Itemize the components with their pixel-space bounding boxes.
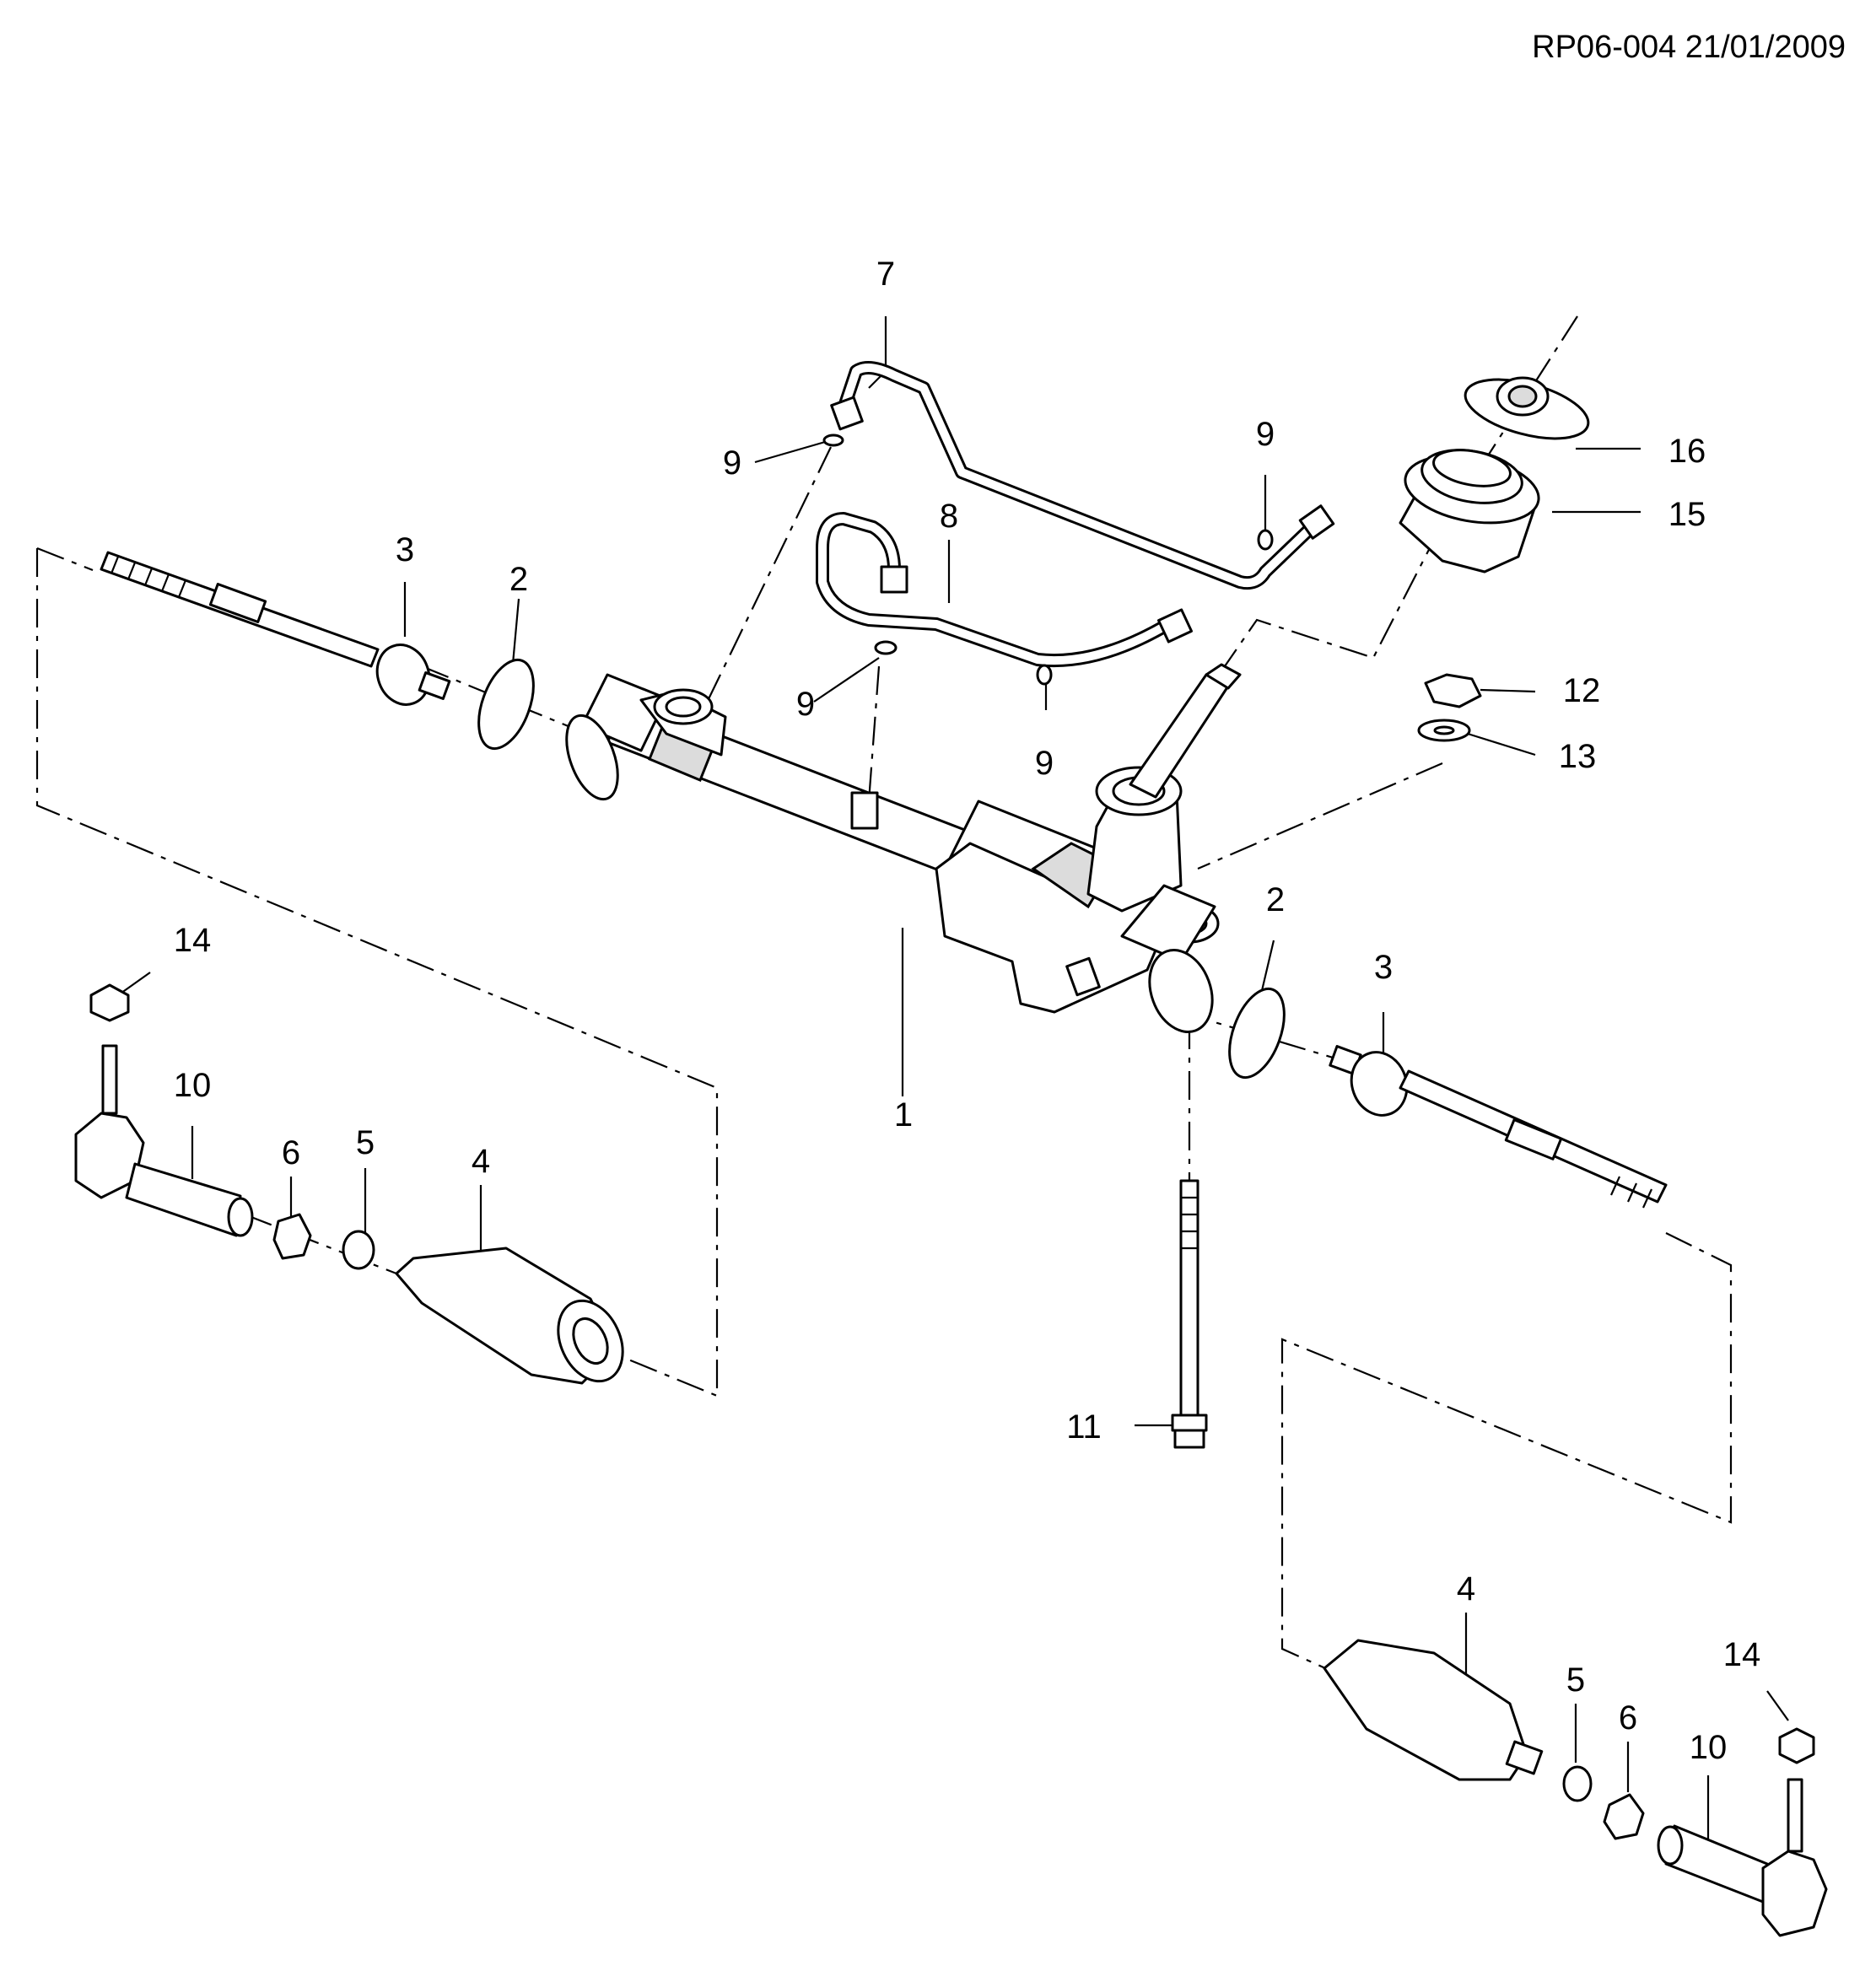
inner-tie-rod-3-left <box>100 551 451 706</box>
pressure-pipe-7 <box>830 361 1335 590</box>
callout-2-left: 2 <box>509 561 528 598</box>
callout-9-c: 9 <box>796 686 815 723</box>
tie-rod-end-10-left <box>74 1044 254 1237</box>
callout-4-right: 4 <box>1457 1570 1475 1607</box>
inner-tie-rod-3-right <box>1329 1045 1668 1209</box>
jam-nut-6-right <box>1603 1793 1645 1840</box>
nut-12 <box>1424 673 1482 708</box>
tie-rod-end-10-right <box>1657 1778 1828 1937</box>
callout-10-right: 10 <box>1690 1729 1728 1766</box>
return-pipe-8 <box>816 512 1194 668</box>
mounting-bolt-11 <box>1171 1179 1208 1449</box>
clamp-ring-2-left <box>477 658 535 751</box>
callout-13: 13 <box>1559 738 1597 775</box>
boot-clamp-5-left <box>342 1230 375 1270</box>
callout-9-b: 9 <box>1256 416 1275 453</box>
boot-4-left <box>395 1247 624 1385</box>
callout-4-left: 4 <box>472 1143 490 1180</box>
callout-8: 8 <box>940 498 958 535</box>
leader-lines <box>117 316 1789 1839</box>
steering-gear-housing-1 <box>565 663 1242 1033</box>
nut-14-right <box>1778 1727 1815 1764</box>
clamp-ring-2-right <box>1228 987 1286 1080</box>
callout-1: 1 <box>894 1096 913 1134</box>
callout-14-right: 14 <box>1723 1636 1761 1673</box>
o-rings-9 <box>822 434 1274 686</box>
callout-7: 7 <box>876 256 895 293</box>
callout-2-right: 2 <box>1266 881 1285 918</box>
callout-6-left: 6 <box>282 1134 300 1171</box>
callout-10-left: 10 <box>174 1067 212 1104</box>
callout-labels: 1 2 2 3 3 4 4 5 5 6 6 7 8 9 9 9 9 10 10 … <box>174 256 1761 1766</box>
callout-12: 12 <box>1563 672 1601 709</box>
callout-9-a: 9 <box>723 444 741 482</box>
column-seal-15 <box>1399 449 1540 574</box>
bearing-plate-16 <box>1464 376 1590 440</box>
callout-11: 11 <box>1066 1408 1102 1446</box>
drawing-reference: RP06-004 21/01/2009 <box>1532 30 1846 65</box>
jam-nut-6-left <box>272 1213 312 1260</box>
callout-15: 15 <box>1668 496 1706 533</box>
nut-14-left <box>89 983 130 1022</box>
callout-5-left: 5 <box>356 1124 375 1161</box>
callout-5-right: 5 <box>1566 1661 1585 1699</box>
callout-3-left: 3 <box>396 531 414 568</box>
boot-4-right <box>1323 1639 1544 1781</box>
callout-6-right: 6 <box>1619 1699 1637 1737</box>
callout-9-d: 9 <box>1035 745 1054 782</box>
callout-14-left: 14 <box>174 922 212 959</box>
callout-3-right: 3 <box>1374 949 1393 986</box>
boot-clamp-5-right <box>1562 1765 1593 1802</box>
washer-13 <box>1417 719 1471 742</box>
callout-16: 16 <box>1668 433 1706 470</box>
